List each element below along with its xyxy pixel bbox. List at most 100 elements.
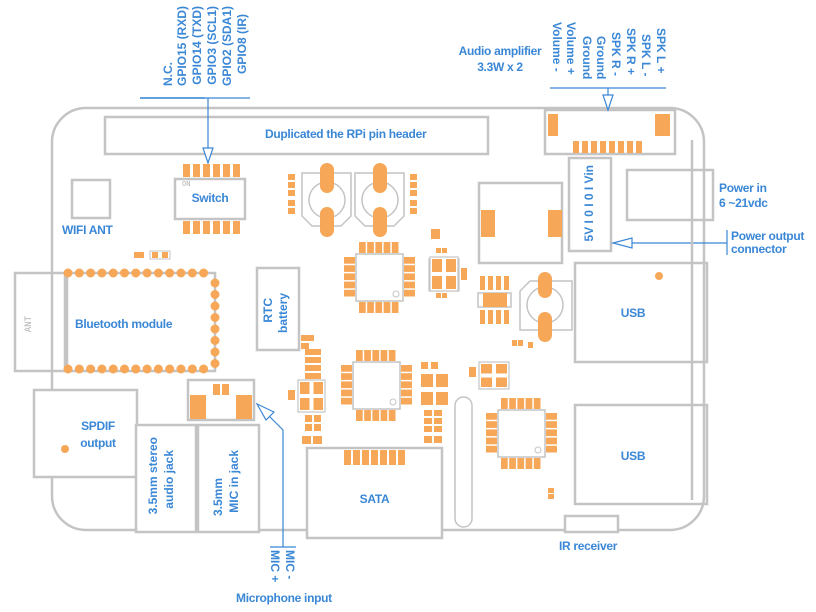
mic-jack-label-line2: MIC in jack	[227, 450, 241, 513]
bluetooth-pin	[199, 268, 209, 278]
chip-pin	[546, 445, 557, 453]
switch-on-marker: ON	[182, 180, 191, 188]
stereo-audio-jack	[134, 423, 198, 534]
chip-pin	[401, 397, 412, 405]
spdif-label-line1: SPDIF	[81, 419, 115, 433]
bluetooth-pin	[120, 268, 129, 278]
capacitor-3	[519, 272, 573, 342]
chip-pin	[391, 302, 399, 313]
chip-pin	[341, 389, 352, 397]
bluetooth-pin	[176, 364, 186, 374]
chip-pin	[486, 413, 497, 420]
chip-pin	[404, 273, 415, 281]
bluetooth-pin	[210, 324, 220, 334]
audio-jack-label-line2: audio jack	[162, 450, 176, 509]
qfn-chip-3	[486, 398, 557, 469]
smd-pad	[134, 252, 144, 258]
bluetooth-pin	[108, 364, 118, 374]
chip-pin	[344, 289, 355, 297]
capacitor-1	[301, 163, 352, 237]
chip-pin	[372, 410, 380, 421]
crystal-pad	[481, 364, 492, 374]
chip-body	[352, 361, 401, 410]
audio-pin-label: Ground	[580, 36, 594, 80]
chip-pin	[356, 350, 363, 361]
chip-pin	[404, 257, 415, 264]
bluetooth-pin	[74, 364, 84, 374]
chip-pin	[372, 350, 380, 361]
bluetooth-pin	[210, 359, 220, 368]
chip-pin	[546, 437, 557, 445]
smd-pads-left	[288, 174, 295, 214]
bluetooth-pin	[97, 268, 107, 278]
bluetooth-pin	[86, 268, 96, 278]
chip-pin	[525, 458, 533, 469]
chip-pin	[388, 410, 396, 421]
gpio-pin-label: GPIO8 (IR)	[235, 14, 249, 75]
audio-arrowhead	[602, 94, 614, 112]
bluetooth-pin	[187, 364, 197, 374]
audio-pin-label: SPK R -	[609, 32, 623, 77]
power-out-label-line2: connector	[731, 242, 787, 256]
qfn-chip-2	[341, 350, 412, 421]
chip-pin	[364, 350, 371, 361]
bluetooth-pin	[142, 268, 152, 278]
audio-pin-label: Volume +	[564, 22, 578, 75]
smd-pad	[162, 252, 168, 258]
mic-jack-label-line1: 3.5mm	[211, 478, 225, 517]
spdif-connector	[32, 388, 139, 479]
ir-receiver-label: IR receiver	[559, 539, 618, 553]
crystal-2	[297, 379, 326, 413]
rtc-battery	[255, 266, 301, 352]
chip-pin	[344, 281, 355, 289]
chip-body	[497, 409, 546, 458]
chip-pin	[546, 413, 557, 420]
mic-pointer	[256, 403, 284, 547]
bluetooth-pin	[63, 268, 73, 278]
chip-pin	[367, 302, 374, 313]
bluetooth-pin	[210, 336, 220, 345]
bluetooth-pin	[142, 364, 152, 374]
audio-pin-label: Volume -	[550, 22, 564, 72]
chip-pin	[341, 397, 352, 405]
chip-pin	[375, 302, 383, 313]
bluetooth-antenna-area	[13, 271, 69, 373]
chip-pin	[356, 410, 363, 421]
sata-pins	[344, 450, 405, 465]
power-out-arrowhead	[610, 237, 633, 249]
rtc-label-line2: battery	[276, 293, 290, 334]
bluetooth-label: Bluetooth module	[75, 317, 173, 331]
mic-plus-label: MIC +	[268, 550, 282, 583]
capacitor-2	[354, 163, 405, 237]
smd-resistor	[149, 250, 171, 260]
inductor-pad	[548, 210, 562, 237]
bluetooth-pin	[210, 301, 220, 311]
inductor-pad	[481, 210, 495, 237]
mic-arrowhead	[255, 402, 276, 421]
audio-pin-label: Ground	[594, 36, 608, 80]
chip-pin	[404, 265, 415, 272]
chip-pin	[486, 421, 497, 428]
power-in-label-line1: Power in	[719, 181, 767, 195]
spdif-dot	[61, 445, 69, 453]
sata-label: SATA	[359, 492, 390, 506]
chip-pin	[533, 398, 541, 409]
chip-pin	[401, 373, 412, 380]
bluetooth-pin	[120, 364, 129, 374]
bluetooth-pin	[165, 364, 175, 374]
bluetooth-pin	[199, 364, 209, 374]
microphone-input-label: Microphone input	[236, 591, 332, 605]
audio-jack-label-line1: 3.5mm stereo	[146, 437, 160, 515]
chip-pin	[367, 242, 374, 253]
crystal-pad	[313, 382, 323, 394]
wifi-ant-label: WIFI ANT	[62, 223, 113, 237]
bluetooth-pin	[210, 347, 220, 357]
bluetooth-pin	[108, 268, 118, 278]
crystal-pad	[481, 377, 492, 387]
crystal-4	[429, 256, 459, 292]
chip-pin1-marker	[534, 446, 542, 454]
crystal-pad	[446, 276, 456, 289]
chip-pin	[388, 350, 396, 361]
audio-amplifier-connector	[543, 108, 677, 156]
